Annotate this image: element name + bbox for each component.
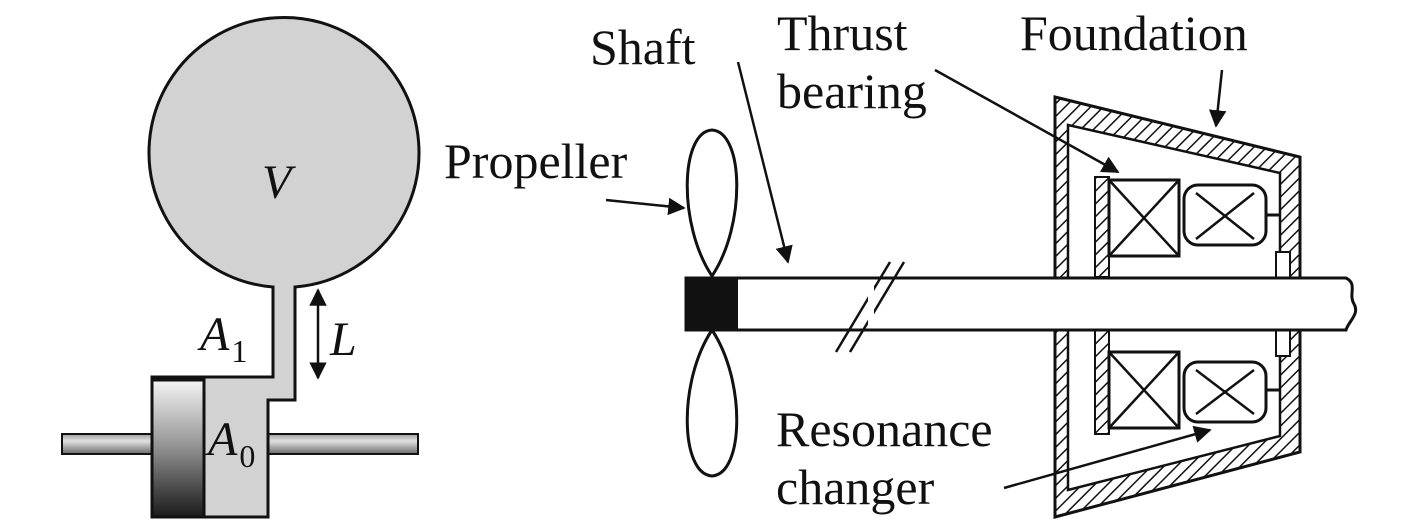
shaft: [684, 276, 1358, 332]
foundation-label: Foundation: [1020, 5, 1248, 61]
shaft-break-marks: [834, 261, 906, 353]
piston-area-label: A0: [205, 413, 255, 474]
thrust-bearing-leader: [934, 68, 1120, 174]
piston-mass: [150, 378, 206, 519]
rod-right: [267, 433, 419, 455]
bearing-housing-upper: [1094, 176, 1110, 278]
thrust-bearing-upper-cross: [1108, 179, 1180, 257]
propeller-blade-upper: [685, 128, 739, 279]
bearing-ring-upper: [1275, 251, 1291, 279]
resonance-changer-leader: [1003, 425, 1212, 490]
propeller-label: Propeller: [444, 133, 628, 189]
shaft-leader: [736, 61, 793, 264]
thrust-bearing-lower-cross: [1108, 351, 1180, 429]
bearing-housing-lower: [1094, 329, 1110, 435]
helmholtz-resonator: V A1 A0 L: [61, 15, 421, 519]
resonance-changer-label: Resonance changer: [776, 401, 1005, 515]
shaft-label: Shaft: [590, 19, 696, 75]
foundation-leader: [1208, 69, 1227, 128]
propeller-leader: [605, 197, 686, 216]
propeller-blade-lower: [685, 327, 739, 478]
propulsion-system: Shaft Thrust bearing Foundation Propelle…: [444, 5, 1358, 519]
shaft-break-gap: [868, 281, 874, 327]
thrust-bearing-label: Thrust bearing: [777, 5, 927, 119]
resonator-fluid-body: [147, 15, 421, 519]
rod-left: [61, 433, 153, 455]
volume-label: V: [262, 156, 296, 209]
bearing-ring-lower: [1275, 329, 1291, 357]
propeller-hub: [686, 278, 738, 330]
neck-area-label: A1: [197, 308, 247, 369]
resonance-changer-lower-cross: [1195, 369, 1255, 415]
resonance-changer-upper-cross: [1195, 192, 1255, 240]
length-label: L: [329, 313, 357, 366]
